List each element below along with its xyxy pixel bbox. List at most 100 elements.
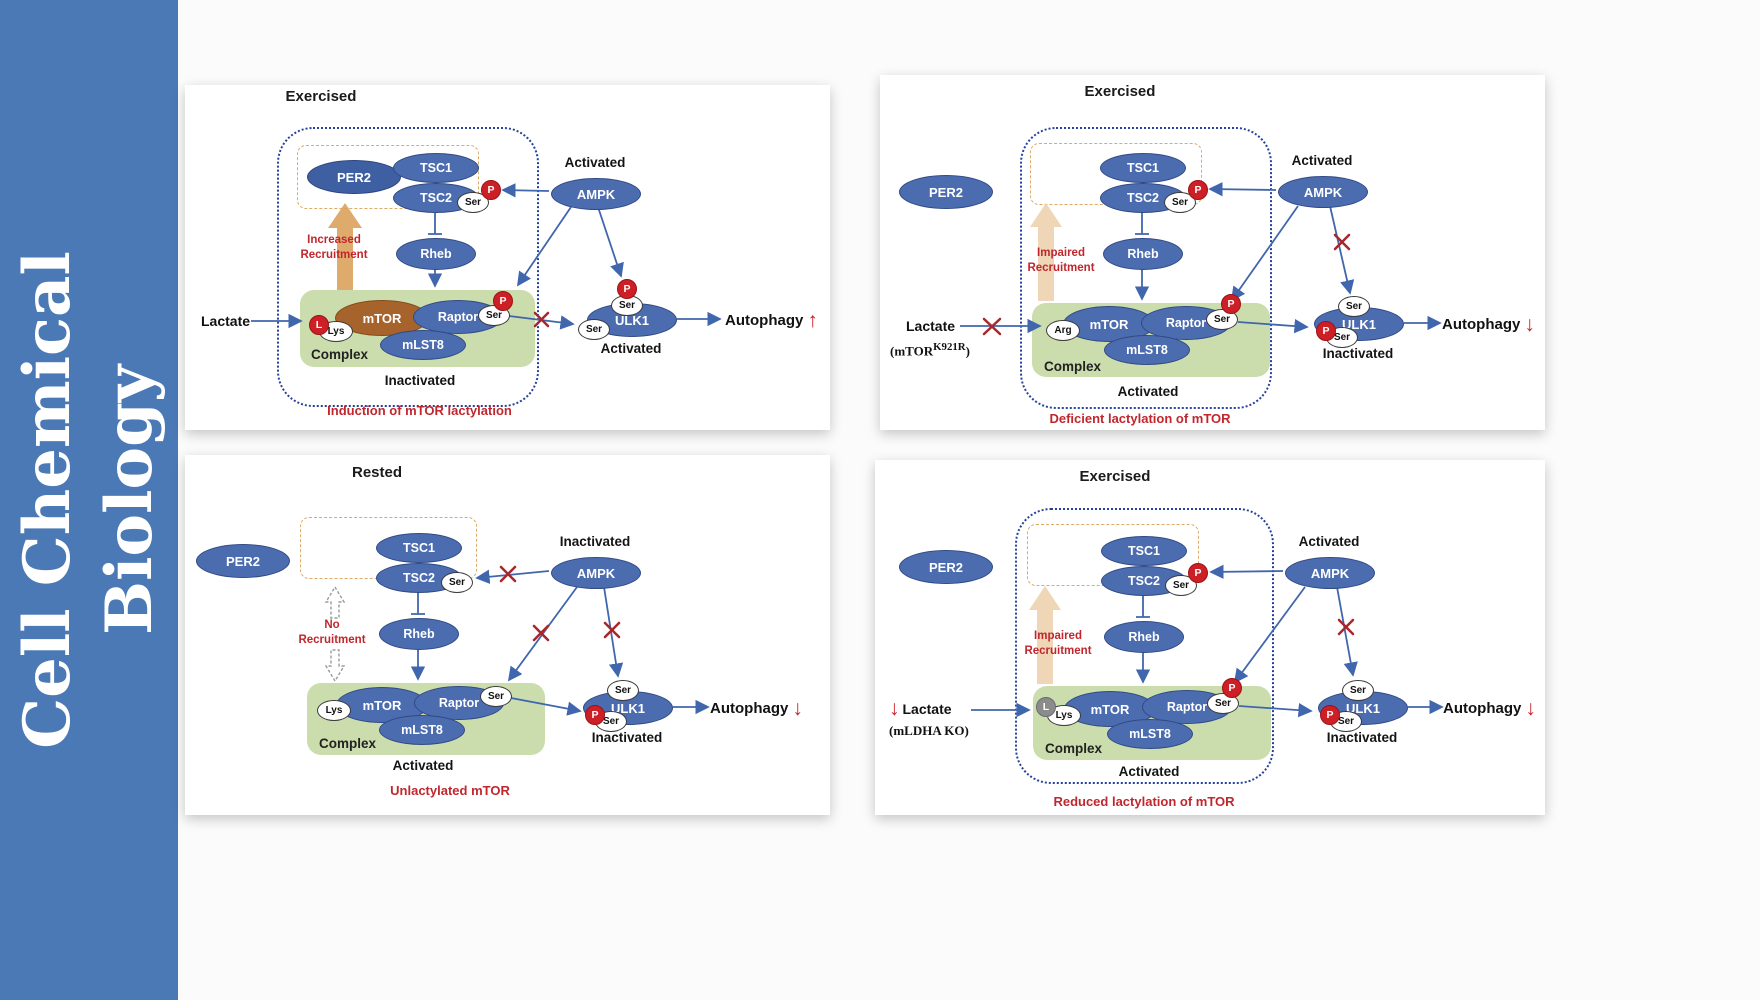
ampk-protein: AMPK — [551, 557, 641, 589]
autophagy-text: Autophagy — [725, 312, 804, 329]
ampk-protein: AMPK — [1285, 557, 1375, 589]
recruitment-label: Increased Recruitment — [288, 233, 380, 263]
tsc2-phospho-badge: P — [1188, 180, 1208, 200]
recruitment-label: Impaired Recruitment — [1015, 246, 1107, 276]
raptor-phospho-badge: P — [493, 291, 513, 311]
autophagy-down-arrow: ↓ — [1524, 313, 1535, 336]
raptor-ser-site: Ser — [1207, 693, 1239, 714]
x-mark-lactate — [982, 317, 1002, 336]
ampk-state: Activated — [1291, 153, 1353, 168]
tsc2-ser-site: Ser — [1164, 192, 1196, 213]
ampk-state: Inactivated — [559, 534, 631, 549]
panel-induction-of-lactylation: Exercised PER2 TSC1 TSC2 Ser P Activated… — [185, 85, 830, 430]
recruitment-label: No Recruitment — [286, 618, 378, 648]
mlst8-protein: mLST8 — [1107, 719, 1193, 749]
recruitment-label-line1: No — [324, 619, 340, 631]
autophagy-label: Autophagy ↓ — [1443, 698, 1536, 719]
ulk1-state: Inactivated — [1322, 346, 1394, 361]
ulk1-ser-top-site: Ser — [607, 680, 639, 701]
ampk-state: Activated — [1298, 534, 1360, 549]
ampk-protein: AMPK — [551, 178, 641, 210]
x-mark-ampk-complex — [532, 624, 550, 642]
raptor-phospho-badge: P — [1221, 294, 1241, 314]
rheb-protein: Rheb — [379, 618, 459, 650]
no-recruitment-down-arrow — [324, 649, 346, 683]
ulk1-state: Inactivated — [1326, 730, 1398, 745]
lactate-text: Lactate — [201, 313, 251, 329]
complex-state: Activated — [1117, 384, 1179, 399]
condition-title: Exercised — [285, 88, 357, 105]
per2-protein: PER2 — [196, 544, 290, 578]
ampk-state: Activated — [564, 155, 626, 170]
recruitment-label-line1: Increased — [307, 234, 361, 246]
autophagy-text: Autophagy — [710, 700, 789, 717]
ulk1-state: Activated — [600, 341, 662, 356]
panel-caption: Deficient lactylation of mTOR — [1049, 411, 1231, 426]
mlst8-protein: mLST8 — [1104, 335, 1190, 365]
raptor-ser-site: Ser — [480, 686, 512, 707]
autophagy-up-arrow: ↑ — [807, 309, 818, 332]
ampk-complex-arrow — [507, 586, 578, 682]
journal-title-line1: Cell Chemical — [10, 251, 85, 749]
recruitment-label: Impaired Recruitment — [1012, 629, 1104, 659]
x-mark-ampk-ulk1 — [603, 621, 621, 639]
panel-caption: Induction of mTOR lactylation — [327, 403, 512, 418]
tsc1-protein: TSC1 — [393, 153, 479, 183]
x-mark-ampk-ulk1 — [1333, 233, 1351, 251]
per2-protein: PER2 — [899, 550, 993, 584]
journal-sidebar: Cell Chemical Biology — [0, 0, 178, 1000]
condition-title: Rested — [351, 464, 403, 481]
lactate-text: Lactate — [906, 318, 956, 334]
x-mark-ampk-ulk1 — [1337, 618, 1355, 636]
ampk-ulk1-arrow — [1336, 586, 1358, 677]
ulk1-ser-top-site: Ser — [1338, 296, 1370, 317]
ldha-knockout-label: (mLDHA KO) — [889, 723, 969, 738]
recruitment-label-line2: Recruitment — [1027, 261, 1095, 274]
panel-caption: Reduced lactylation of mTOR — [1053, 794, 1235, 809]
recruitment-label-line1: Impaired — [1037, 247, 1085, 259]
panel-unlactylated: Rested PER2 TSC1 TSC2 Ser Inactivated AM… — [185, 455, 830, 815]
mtor-mutant-label: (mTORK921R) — [890, 341, 970, 359]
lactate-down-arrow: ↓ — [889, 697, 900, 720]
condition-title: Exercised — [1079, 468, 1151, 485]
per2-tsc-dashed-box — [297, 145, 479, 209]
per2-protein: PER2 — [899, 175, 993, 209]
mutant-text-post: ) — [965, 343, 970, 359]
condition-title: Exercised — [1084, 83, 1156, 100]
autophagy-down-arrow: ↓ — [792, 697, 803, 720]
lactate-label: ↓ Lactate — [889, 698, 952, 719]
complex-label: Complex — [1044, 359, 1102, 374]
recruitment-label-line2: Recruitment — [300, 248, 368, 261]
mtor-arg-site: Arg — [1046, 320, 1080, 341]
tsc2-ser-site: Ser — [1165, 575, 1197, 596]
ampk-protein: AMPK — [1278, 176, 1368, 208]
ampk-ulk1-arrow — [597, 206, 624, 278]
recruitment-label-line2: Recruitment — [1024, 644, 1092, 657]
ulk1-ser-top-site: Ser — [1342, 680, 1374, 701]
panel-caption: Unlactylated mTOR — [390, 783, 510, 798]
tsc2-phospho-badge: P — [481, 180, 501, 200]
mutant-superscript: K921R — [933, 341, 966, 353]
rheb-protein: Rheb — [1103, 238, 1183, 270]
ulk1-phospho-badge: P — [1320, 705, 1340, 725]
x-mark-ampk-tsc2 — [499, 565, 517, 583]
lactyl-badge-reduced: L — [1036, 697, 1056, 717]
per2-protein: PER2 — [307, 160, 401, 194]
tsc1-protein: TSC1 — [1100, 153, 1186, 183]
ulk1-phospho-badge: P — [617, 279, 637, 299]
autophagy-down-arrow: ↓ — [1525, 697, 1536, 720]
ulk1-ser-left-site: Ser — [578, 319, 610, 340]
journal-title: Cell Chemical Biology — [7, 251, 171, 749]
lactate-label: Lactate — [906, 318, 955, 334]
complex-label: Complex — [1045, 741, 1103, 756]
tsc2-phospho-badge: P — [1188, 563, 1208, 583]
autophagy-label: Autophagy ↑ — [725, 310, 818, 331]
p3-wires — [324, 565, 710, 716]
lactate-label: Lactate — [201, 313, 250, 329]
mlst8-protein: mLST8 — [379, 715, 465, 745]
complex-state: Activated — [1118, 764, 1180, 779]
tsc2-rheb-tbar — [411, 592, 425, 615]
tsc1-protein: TSC1 — [1101, 536, 1187, 566]
autophagy-text: Autophagy — [1443, 700, 1522, 717]
